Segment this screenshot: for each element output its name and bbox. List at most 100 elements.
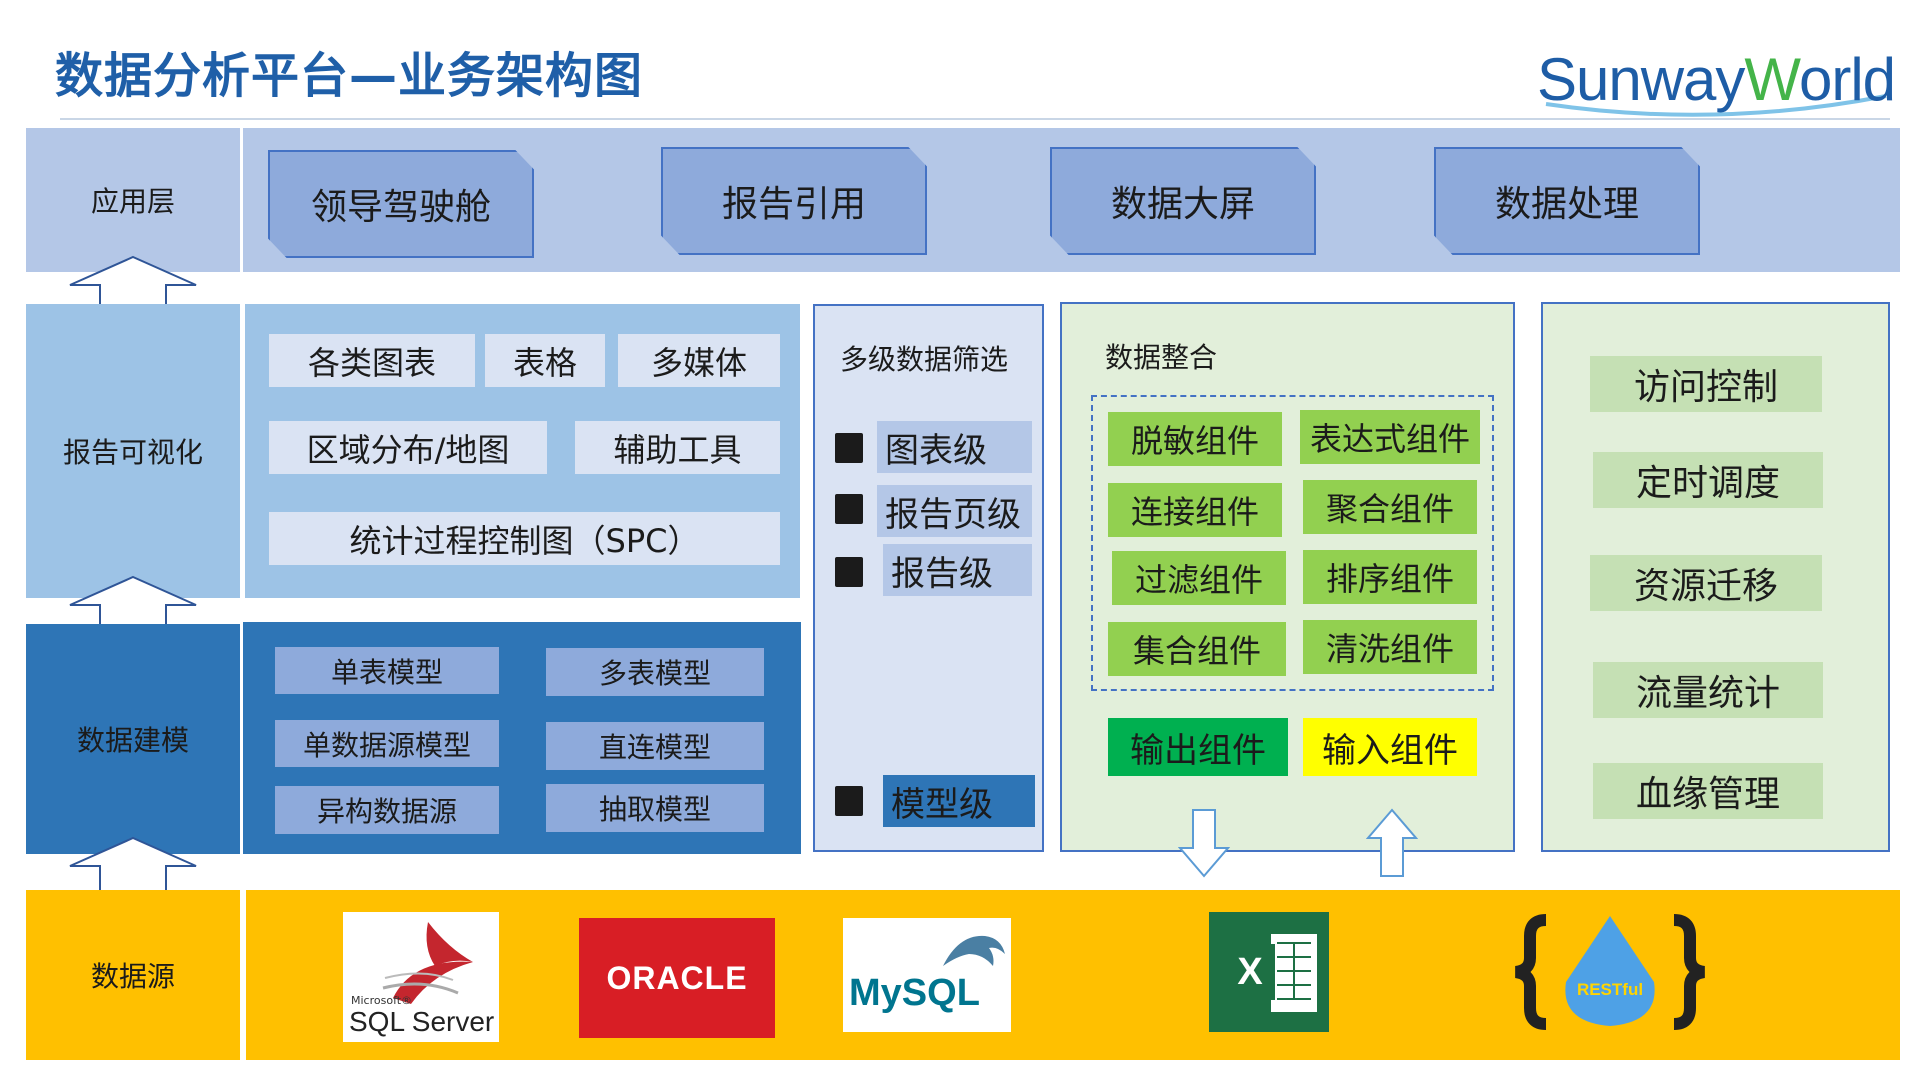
model-item-label: 异构数据源 <box>316 795 457 828</box>
filter-level-report[interactable]: 报告级 <box>883 544 1032 596</box>
app-item-label: 数据处理 <box>1494 184 1639 225</box>
vis-item-multimedia[interactable]: 多媒体 <box>618 334 780 387</box>
sqlserver-small-text: Microsoft® <box>351 994 413 1007</box>
app-item-cockpit[interactable]: 领导驾驶舱 <box>268 150 534 258</box>
dolphin-icon <box>943 935 1005 966</box>
model-item-heterogeneous[interactable]: 异构数据源 <box>275 786 499 834</box>
app-item-data-processing[interactable]: 数据处理 <box>1434 147 1700 255</box>
component-desensitize[interactable]: 脱敏组件 <box>1108 412 1282 466</box>
app-item-report-reference[interactable]: 报告引用 <box>661 147 927 255</box>
component-label: 过滤组件 <box>1134 561 1263 599</box>
up-arrow-icon <box>1366 808 1418 878</box>
vis-item-label: 多媒体 <box>650 343 747 382</box>
filter-level-chart[interactable]: 图表级 <box>877 421 1032 473</box>
component-label: 表达式组件 <box>1309 420 1470 458</box>
filter-level-label: 模型级 <box>891 784 993 825</box>
component-aggregate[interactable]: 聚合组件 <box>1303 480 1477 534</box>
layer-label-modeling: 数据建模 <box>26 624 240 854</box>
vis-item-label: 区域分布/地图 <box>306 430 510 469</box>
filter-level-model[interactable]: 模型级 <box>883 775 1035 827</box>
layer-label-application: 应用层 <box>26 128 240 272</box>
vis-item-charts[interactable]: 各类图表 <box>269 334 475 387</box>
vis-item-label: 表格 <box>512 343 577 382</box>
mgmt-item-label: 访问控制 <box>1633 367 1778 408</box>
model-item-direct[interactable]: 直连模型 <box>546 722 764 770</box>
mgmt-traffic[interactable]: 流量统计 <box>1593 662 1823 718</box>
component-label: 连接组件 <box>1130 493 1259 531</box>
app-item-big-screen[interactable]: 数据大屏 <box>1050 147 1316 255</box>
model-item-label: 直连模型 <box>598 731 711 764</box>
model-item-single-source[interactable]: 单数据源模型 <box>275 720 499 767</box>
oracle-text: ORACLE <box>606 959 748 996</box>
filter-icon <box>835 494 863 524</box>
component-union[interactable]: 集合组件 <box>1108 622 1286 676</box>
mgmt-access-control[interactable]: 访问控制 <box>1590 356 1822 412</box>
component-label: 聚合组件 <box>1325 490 1454 528</box>
component-label: 清洗组件 <box>1325 630 1454 668</box>
vis-item-table[interactable]: 表格 <box>485 334 605 387</box>
filter-icon <box>835 433 863 463</box>
component-join[interactable]: 连接组件 <box>1108 483 1282 537</box>
filter-icon <box>835 786 863 816</box>
component-label: 脱敏组件 <box>1130 422 1259 460</box>
filter-icon <box>835 557 863 587</box>
filter-level-label: 报告页级 <box>885 494 1021 535</box>
mysql-text: MySQL <box>849 972 980 1014</box>
vis-item-spc[interactable]: 统计过程控制图（SPC） <box>269 512 780 565</box>
component-expression[interactable]: 表达式组件 <box>1300 410 1480 464</box>
model-item-label: 单数据源模型 <box>302 728 471 762</box>
vis-item-label: 各类图表 <box>307 343 436 382</box>
page-title: 数据分析平台—业务架构图 <box>55 48 644 104</box>
mgmt-lineage[interactable]: 血缘管理 <box>1593 763 1823 819</box>
mysql-logo: MySQL <box>843 918 1011 1032</box>
mgmt-item-label: 资源迁移 <box>1633 566 1778 607</box>
mgmt-migration[interactable]: 资源迁移 <box>1590 555 1822 611</box>
restful-logo: RESTful <box>1510 912 1710 1032</box>
component-label: 集合组件 <box>1132 632 1261 670</box>
vis-item-tools[interactable]: 辅助工具 <box>575 421 780 474</box>
header-divider <box>60 118 1890 120</box>
oracle-logo: ORACLE <box>579 918 775 1038</box>
logo-text: SunwayWorld <box>1536 45 1896 114</box>
excel-logo: X <box>1209 912 1329 1032</box>
app-item-label: 数据大屏 <box>1110 184 1255 225</box>
mgmt-item-label: 血缘管理 <box>1635 774 1780 815</box>
mgmt-item-label: 定时调度 <box>1635 463 1780 504</box>
filter-level-page[interactable]: 报告页级 <box>877 485 1032 537</box>
excel-x-letter: X <box>1225 944 1275 1000</box>
model-item-single-table[interactable]: 单表模型 <box>275 647 499 694</box>
layer-label-visualization-text: 报告可视化 <box>62 436 203 469</box>
integration-dashed-box <box>1091 395 1494 691</box>
model-item-label: 抽取模型 <box>598 793 711 826</box>
sqlserver-swoosh-icon <box>382 922 473 1004</box>
vis-item-label: 统计过程控制图（SPC） <box>349 521 700 560</box>
model-item-multi-table[interactable]: 多表模型 <box>546 648 764 696</box>
vis-item-label: 辅助工具 <box>613 430 742 469</box>
component-sort[interactable]: 排序组件 <box>1303 550 1477 604</box>
down-arrow-icon <box>1178 808 1230 878</box>
sqlserver-text: SQL Server <box>349 1006 495 1037</box>
component-cleanse[interactable]: 清洗组件 <box>1303 620 1477 674</box>
mgmt-item-label: 流量统计 <box>1635 673 1780 714</box>
component-label: 输入组件 <box>1322 730 1458 771</box>
filter-panel-title: 多级数据筛选 <box>840 343 1009 376</box>
layer-label-application-text: 应用层 <box>90 185 175 218</box>
component-filter[interactable]: 过滤组件 <box>1112 551 1286 605</box>
component-input[interactable]: 输入组件 <box>1303 718 1477 776</box>
logo-part-w: W <box>1744 45 1800 113</box>
layer-label-datasource: 数据源 <box>26 890 240 1060</box>
component-label: 输出组件 <box>1130 730 1266 771</box>
vis-item-map[interactable]: 区域分布/地图 <box>269 421 547 474</box>
model-item-label: 单表模型 <box>330 655 443 689</box>
filter-level-label: 图表级 <box>885 430 987 471</box>
layer-label-modeling-text: 数据建模 <box>76 724 189 757</box>
excel-sheet-icon <box>1271 934 1317 1012</box>
model-item-extract[interactable]: 抽取模型 <box>546 784 764 832</box>
component-output[interactable]: 输出组件 <box>1108 718 1288 776</box>
sqlserver-logo: Microsoft® SQL Server <box>343 912 499 1042</box>
logo-part-sunway: Sunway <box>1536 45 1745 113</box>
mgmt-scheduling[interactable]: 定时调度 <box>1593 452 1823 508</box>
layer-label-visualization: 报告可视化 <box>26 304 240 598</box>
layer-label-datasource-text: 数据源 <box>90 960 175 993</box>
model-item-label: 多表模型 <box>598 657 711 690</box>
